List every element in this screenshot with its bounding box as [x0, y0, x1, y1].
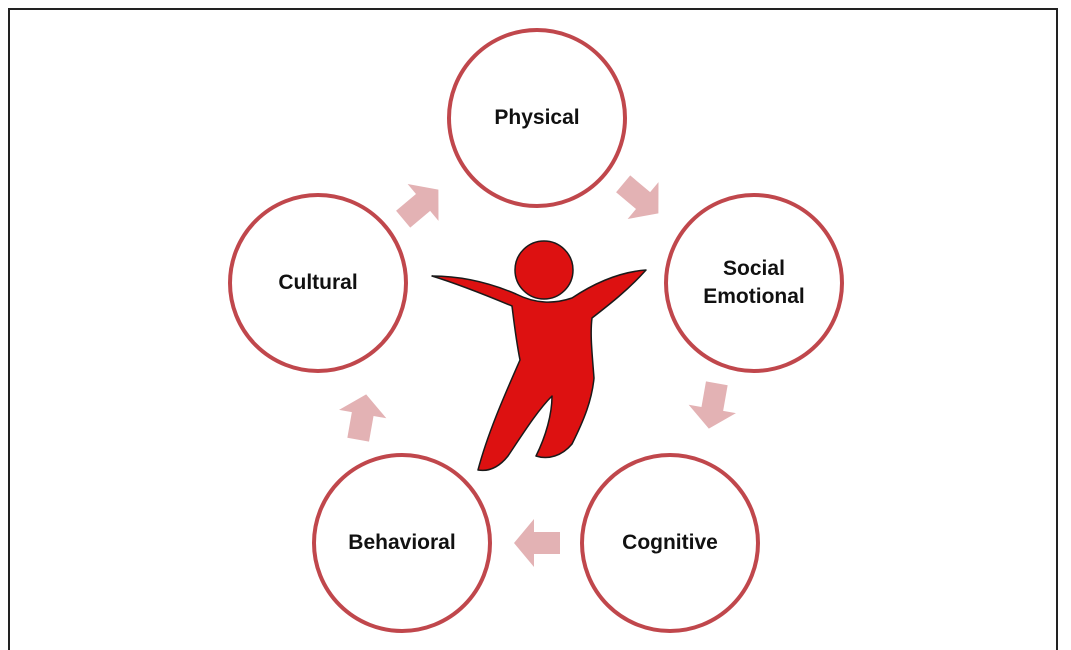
arrow-behavioral-to-cultural — [339, 394, 387, 442]
node-label-behavioral: Behavioral — [348, 531, 456, 554]
node-cognitive: Cognitive — [580, 453, 760, 633]
node-label-cultural: Cultural — [278, 271, 358, 294]
node-label-physical: Physical — [494, 106, 580, 129]
arrow-cognitive-to-behavioral — [514, 519, 560, 567]
person-figure-icon — [431, 240, 647, 472]
node-label-social-emotional: Social Emotional — [703, 257, 805, 308]
node-social-emotional: Social Emotional — [664, 193, 844, 373]
node-cultural: Cultural — [228, 193, 408, 373]
node-physical: Physical — [447, 28, 627, 208]
arrow-social-to-cognitive — [688, 381, 736, 429]
arrow-physical-to-social — [616, 175, 659, 219]
node-label-cognitive: Cognitive — [622, 531, 718, 554]
node-behavioral: Behavioral — [312, 453, 492, 633]
arrow-cultural-to-physical — [396, 184, 439, 228]
